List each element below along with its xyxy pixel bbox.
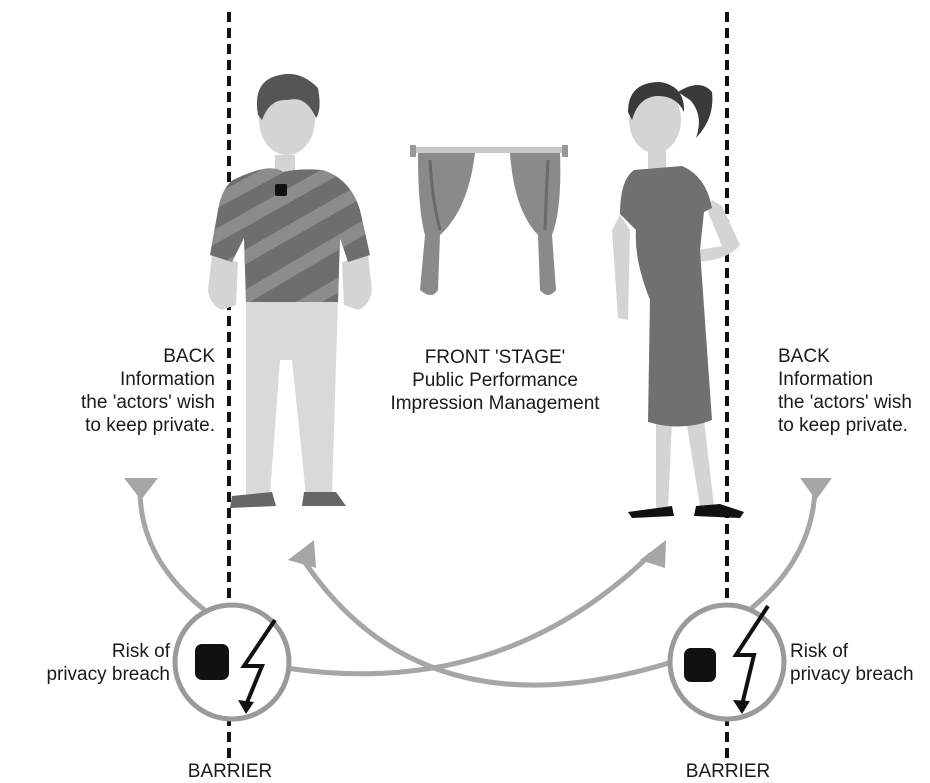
woman-figure bbox=[612, 82, 744, 518]
barrier-label-right: BARRIER bbox=[685, 761, 771, 782]
arrowhead-right-back bbox=[800, 478, 832, 500]
risk-label-left: Risk of privacy breach bbox=[20, 640, 170, 686]
risk-left-line1: Risk of bbox=[111, 641, 170, 662]
arrow-left-to-woman bbox=[283, 552, 653, 677]
arrows bbox=[137, 487, 818, 688]
arrowhead-man bbox=[288, 540, 316, 568]
back-left-title: BACK bbox=[163, 346, 215, 367]
back-left-line4: to keep private. bbox=[85, 415, 215, 436]
arrow-right-to-man bbox=[297, 552, 675, 688]
front-title: FRONT 'STAGE' bbox=[424, 347, 566, 368]
arrow-left-to-back bbox=[137, 487, 210, 615]
risk-icon-right bbox=[667, 602, 787, 722]
front-stage-label: FRONT 'STAGE' Public Performance Impress… bbox=[380, 346, 610, 415]
back-right-line4: to keep private. bbox=[778, 415, 908, 436]
arrow-right-to-back bbox=[744, 487, 818, 615]
risk-left-line2: privacy breach bbox=[46, 664, 170, 685]
back-left-line3: the 'actors' wish bbox=[81, 392, 215, 413]
back-label-right: BACK Information the 'actors' wish to ke… bbox=[778, 345, 928, 437]
back-right-line2: Information bbox=[778, 369, 874, 390]
arrowhead-woman bbox=[640, 540, 666, 568]
back-right-line3: the 'actors' wish bbox=[778, 392, 912, 413]
back-right-title: BACK bbox=[778, 346, 830, 367]
curtain-icon bbox=[410, 145, 568, 295]
risk-right-line2: privacy breach bbox=[790, 664, 914, 685]
front-line2: Public Performance bbox=[412, 370, 578, 391]
man-figure bbox=[208, 73, 372, 508]
back-label-left: BACK Information the 'actors' wish to ke… bbox=[81, 345, 215, 437]
barrier-label-left: BARRIER bbox=[187, 761, 273, 782]
front-line3: Impression Management bbox=[390, 393, 600, 414]
back-left-line2: Information bbox=[119, 369, 215, 390]
arrowhead-left-back bbox=[124, 478, 158, 500]
risk-label-right: Risk of privacy breach bbox=[790, 640, 928, 686]
risk-icon-left bbox=[172, 602, 292, 722]
risk-right-line1: Risk of bbox=[790, 641, 849, 662]
